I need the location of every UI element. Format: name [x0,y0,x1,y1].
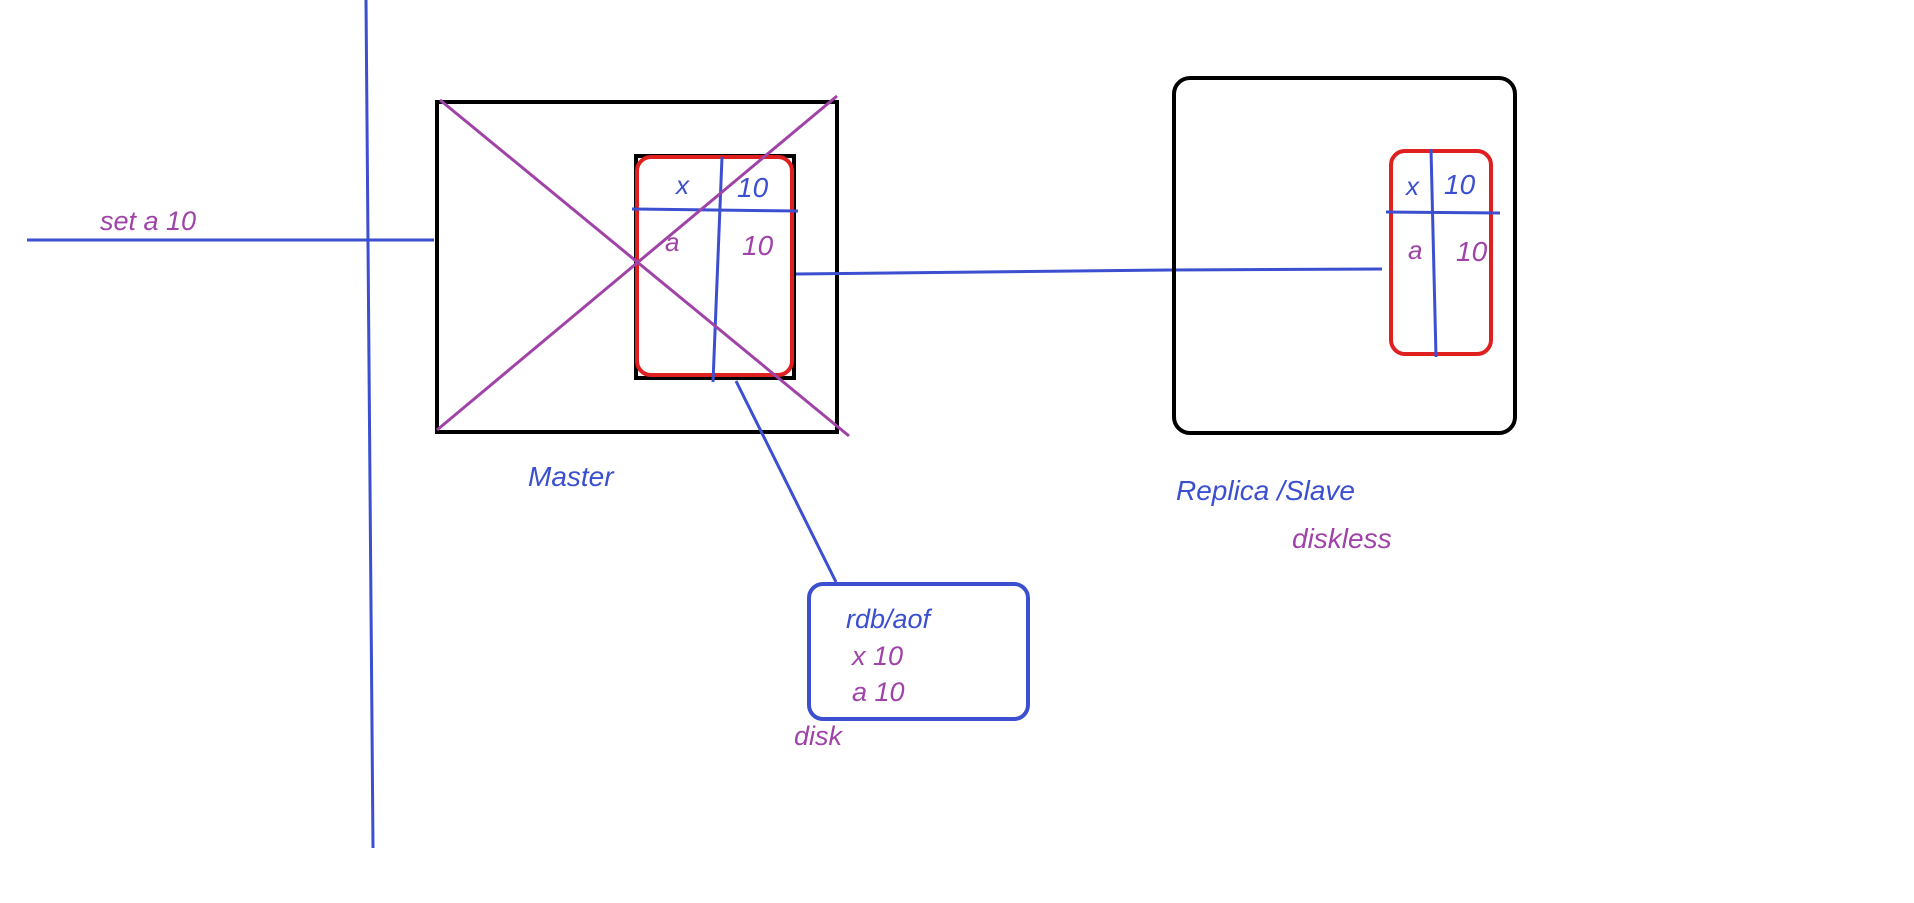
persistence-line-x: x 10 [850,641,903,671]
persistence-title: rdb/aof [846,604,933,634]
master-value-x: 10 [737,172,769,203]
vertical-divider [364,0,375,849]
replica-mode-label: diskless [1292,523,1392,554]
replica-key-a: a [1408,235,1422,265]
replica-table-row-divider [1385,210,1501,215]
replica-key-x: x [1404,171,1420,201]
master-table-col-divider [711,156,724,383]
replica-table [1389,149,1493,356]
replica-table-col-divider [1429,148,1438,358]
persistence-box [807,582,1030,721]
master-table-row-divider [631,207,799,213]
disk-label: disk [794,721,844,751]
master-key-a: a [665,227,679,257]
master-key-x: x [674,170,690,200]
master-value-a: 10 [742,230,774,261]
replication-connector [795,267,1383,276]
persistence-line-a: a 10 [852,677,905,707]
replica-box [1172,76,1517,435]
replica-label: Replica /Slave [1176,475,1355,506]
master-box [435,100,839,434]
command-text: set a 10 [100,206,196,236]
replica-value-a: 10 [1456,236,1488,267]
replica-value-x: 10 [1444,169,1476,200]
master-cross-line-2 [436,94,838,432]
master-label: Master [528,461,615,492]
master-cross-line-1 [439,98,850,438]
persistence-connector [734,380,838,583]
